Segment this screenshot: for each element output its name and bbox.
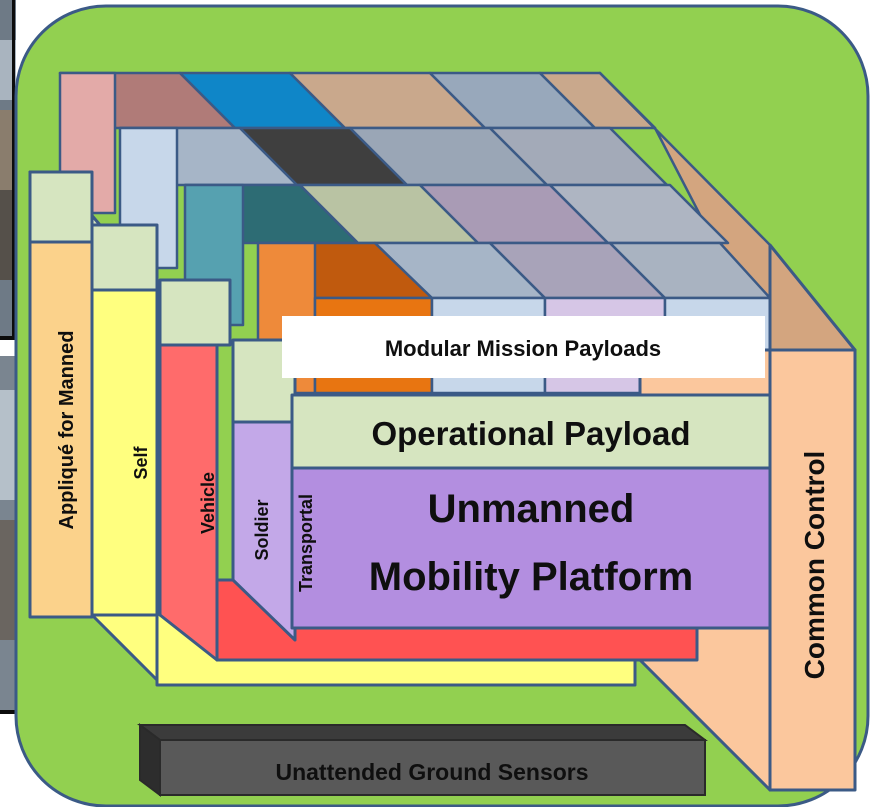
modular-payloads-label: Modular Mission Payloads [385,336,661,361]
self-label: Self [131,445,151,479]
transportable-label: Transportal [296,494,316,592]
operational-payload-block [290,393,772,470]
soldier-label: Soldier [252,499,272,560]
ump-label-line2: Mobility Platform [369,555,693,599]
photo-strip-top [0,0,16,340]
ump-label-line1: Unmanned [428,487,635,531]
applique-block [28,170,102,619]
applique-label: Appliqué for Manned [56,331,78,530]
modular-label-bg [282,316,765,378]
ump-block [290,466,772,630]
common-control-label: Common Control [799,451,830,680]
soldier-block [231,338,297,642]
ugs-block [137,723,708,797]
vehicle-label: Vehicle [198,472,218,534]
ugs-label: Unattended Ground Sensors [275,759,588,785]
operational-payload-label: Operational Payload [371,415,690,452]
